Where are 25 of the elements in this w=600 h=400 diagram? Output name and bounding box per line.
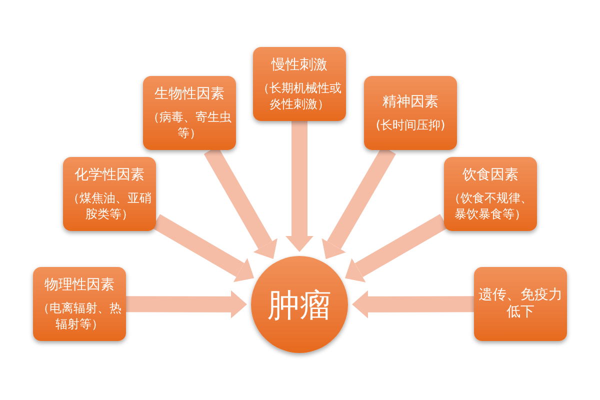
factor-title: 遗传、免疫力低下 [478,287,563,321]
factor-title: 生物性因素 [154,86,224,102]
factor-title: 物理性因素 [44,276,114,294]
factor-title: 精神因素 [382,94,438,110]
factor-detail: （长期机械性或炎性刺激） [257,80,342,112]
block-arrow [286,121,314,252]
factor-detail: (长时间压抑) [374,116,446,132]
factor-detail: （饮食不规律、暴饮暴食等） [448,190,533,222]
factor-box [444,157,537,231]
center-label: 肿瘤 [268,286,332,322]
factor-detail: （病毒、寄生虫等） [147,108,232,140]
block-arrow [344,214,448,282]
factor-box [63,157,156,231]
factor-title: 化学性因素 [74,166,144,184]
factor-box [143,76,236,150]
factor-box [474,267,567,341]
factor-box [33,267,126,341]
factor-box [253,47,346,121]
factor-detail: （电离辐射、热辐射等） [37,300,122,332]
block-arrow [152,214,254,282]
factor-detail: （煤焦油、亚硝胺类等） [67,190,152,222]
block-arrow [126,290,247,318]
factor-title: 饮食因素 [462,166,518,184]
factor-box [364,76,457,150]
factor-title: 慢性刺激 [272,56,328,74]
